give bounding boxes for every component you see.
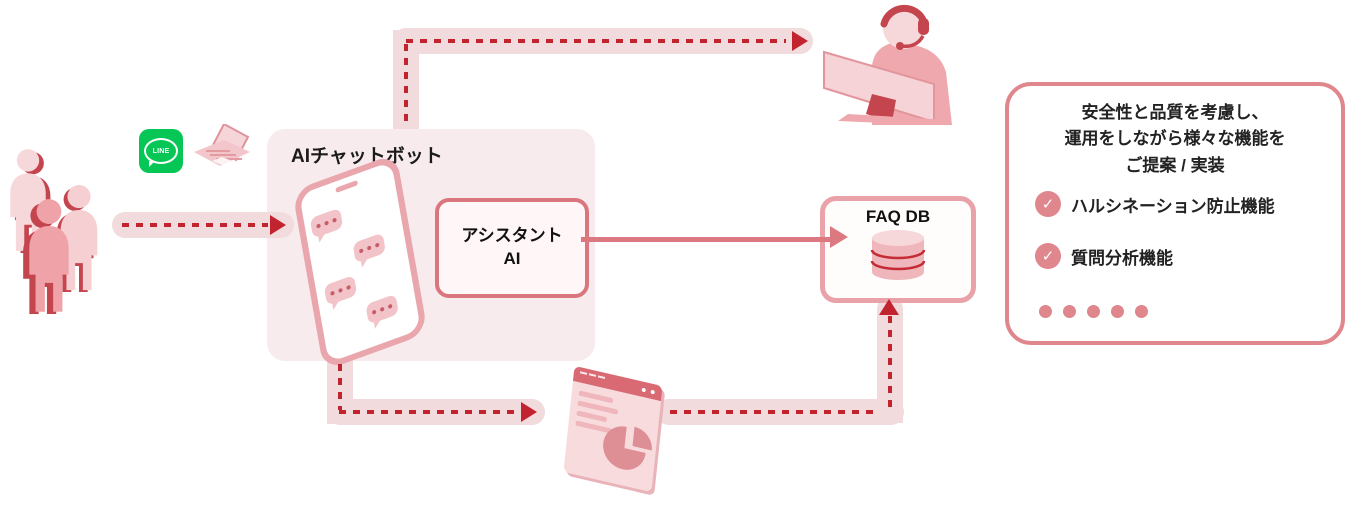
panel-heading-line1: 安全性と品質を考慮し、 xyxy=(1081,103,1269,122)
panel-heading: 安全性と品質を考慮し、 運用をしながら様々な機能を ご提案 / 実装 xyxy=(1009,100,1341,179)
info-panel: 安全性と品質を考慮し、 運用をしながら様々な機能を ご提案 / 実装 ✓ ハルシ… xyxy=(1005,82,1345,345)
line-app-icon: LINE xyxy=(139,129,183,173)
users-illustration xyxy=(0,146,118,326)
dot xyxy=(1039,305,1052,318)
check-icon: ✓ xyxy=(1035,243,1061,269)
dot xyxy=(1063,305,1076,318)
line-app-label: LINE xyxy=(152,147,170,155)
more-dots xyxy=(1039,305,1148,318)
chat-bubble-icon xyxy=(365,293,399,325)
support-operator-icon xyxy=(823,4,952,125)
dot xyxy=(1111,305,1124,318)
assistant-ai-box: アシスタント AI xyxy=(435,198,589,298)
assistant-ai-label-line2: AI xyxy=(503,249,521,268)
assistant-ai-label-line1: アシスタント xyxy=(461,226,563,246)
person-icon xyxy=(23,199,69,314)
database-icon xyxy=(870,230,926,280)
chatbot-box-title: AIチャットボット xyxy=(291,146,443,167)
laptop-icon xyxy=(194,124,250,166)
feature-label: 質問分析機能 xyxy=(1071,248,1173,268)
feature-item: ✓ 質問分析機能 xyxy=(1035,243,1173,269)
chat-bubble-icon xyxy=(352,232,386,264)
faq-db-label: FAQ DB xyxy=(865,207,931,226)
panel-heading-line3: ご提案 / 実装 xyxy=(1125,155,1225,175)
panel-heading-line2: 運用をしながら様々な機能を xyxy=(1064,129,1286,149)
dot xyxy=(1087,305,1100,318)
chat-bubble-icon xyxy=(323,274,358,306)
headset-icon xyxy=(880,4,928,28)
pie-chart-icon xyxy=(603,426,652,470)
feature-label: ハルシネーション防止機能 xyxy=(1071,196,1275,216)
dot xyxy=(1135,305,1148,318)
faq-db-box: FAQ DB xyxy=(820,196,976,303)
person-icon xyxy=(56,184,98,292)
speech-bubble-icon: LINE xyxy=(144,138,178,167)
check-icon: ✓ xyxy=(1035,191,1061,217)
chat-bubble-icon xyxy=(309,207,344,239)
analytics-browser-icon xyxy=(563,365,667,496)
feature-item: ✓ ハルシネーション防止機能 xyxy=(1035,191,1275,217)
phone-notch xyxy=(335,179,359,194)
